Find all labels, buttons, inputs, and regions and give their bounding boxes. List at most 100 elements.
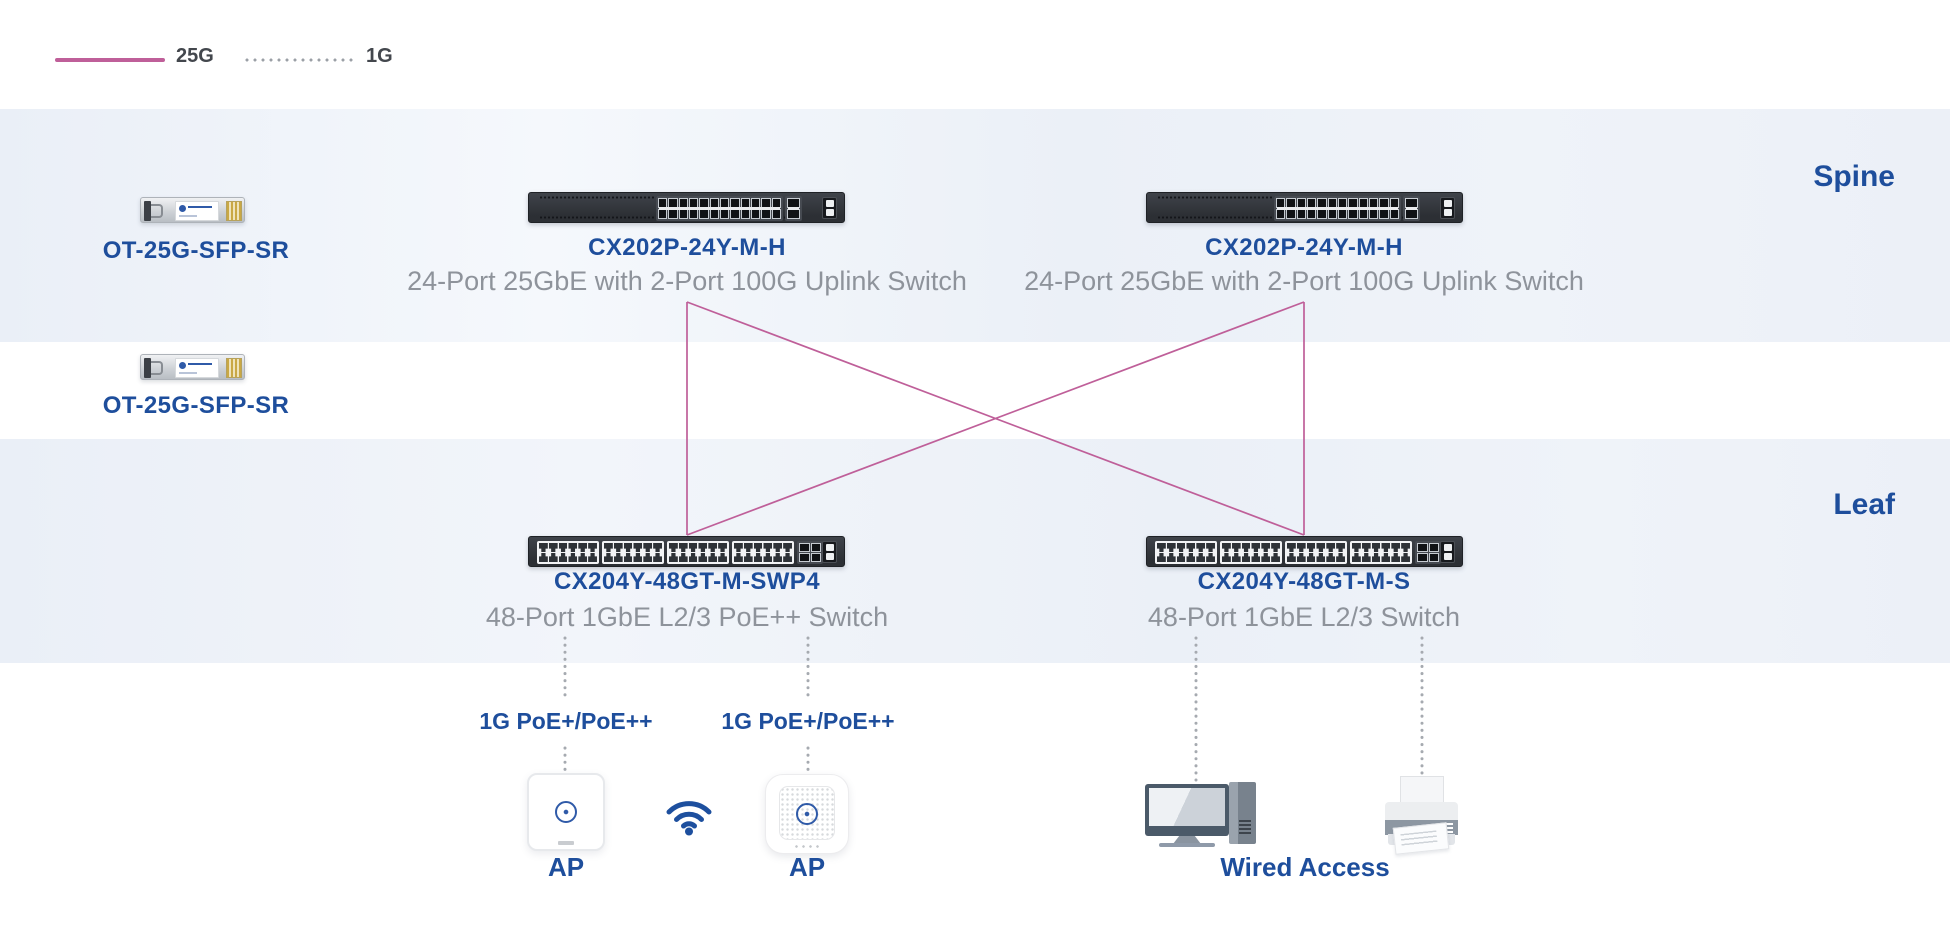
sfp28-port bbox=[740, 198, 750, 208]
rj45-port bbox=[1316, 553, 1326, 562]
rj45-port bbox=[604, 543, 613, 552]
switch-psu-module bbox=[1440, 541, 1455, 563]
ap-brand-logo bbox=[555, 801, 577, 823]
sfp28-port bbox=[750, 209, 761, 219]
rj45-port-group bbox=[1220, 541, 1282, 564]
wired-access-label: Wired Access bbox=[1220, 852, 1390, 882]
spine-layer-band bbox=[0, 109, 1950, 342]
sfp28-port bbox=[668, 209, 678, 219]
ap-2-label: AP bbox=[788, 852, 826, 882]
sfp28-port bbox=[740, 209, 750, 219]
rj45-port bbox=[653, 543, 662, 552]
sfp-uplink-port bbox=[799, 553, 810, 562]
sfp-uplink-port bbox=[810, 543, 821, 552]
rj45-port bbox=[633, 553, 643, 562]
rj45-port bbox=[578, 553, 588, 562]
sfp28-port bbox=[1286, 209, 1296, 219]
rj45-port bbox=[558, 553, 568, 562]
rj45-port-group bbox=[537, 541, 599, 564]
sfp28-port-panel bbox=[1274, 196, 1401, 221]
sfp-gold-fingers bbox=[226, 201, 242, 221]
rj45-port bbox=[1241, 543, 1251, 552]
rj45-port bbox=[753, 543, 763, 552]
rj45-port bbox=[783, 553, 792, 562]
sfp28-port bbox=[1389, 198, 1399, 208]
sfp28-port bbox=[688, 198, 699, 208]
sfp28-port bbox=[1337, 198, 1348, 208]
sfp28-port bbox=[1317, 198, 1327, 208]
rj45-port bbox=[1352, 543, 1361, 552]
sfp-logo-dot bbox=[179, 205, 186, 212]
rj45-port-group bbox=[602, 541, 664, 564]
ap-led-row bbox=[793, 845, 821, 848]
rj45-port bbox=[568, 553, 578, 562]
poe-link-label-2: 1G PoE+/PoE++ bbox=[721, 708, 895, 734]
sfp-gold-fingers bbox=[226, 358, 242, 378]
rj45-port bbox=[548, 553, 558, 562]
rj45-port bbox=[588, 543, 597, 552]
sfp28-port bbox=[709, 198, 719, 208]
rj45-port bbox=[1176, 543, 1186, 552]
rj45-port bbox=[678, 553, 688, 562]
sfp28-port bbox=[1276, 209, 1286, 219]
leaf-switch-2-model: CX204Y-48GT-M-S bbox=[1197, 568, 1411, 595]
sfp-logo-dot bbox=[179, 362, 186, 369]
sfp28-port bbox=[658, 198, 668, 208]
rj45-port bbox=[743, 553, 753, 562]
qsfp-port bbox=[787, 198, 800, 208]
rj45-port-group bbox=[732, 541, 794, 564]
rj45-port-group bbox=[1285, 541, 1347, 564]
rj45-port bbox=[718, 543, 727, 552]
qsfp-port bbox=[1405, 209, 1418, 219]
sfp28-port bbox=[1317, 209, 1327, 219]
sfp-bail bbox=[151, 204, 163, 218]
sfp28-port bbox=[1379, 209, 1389, 219]
rj45-port bbox=[1316, 543, 1326, 552]
sfp-uplink-port bbox=[1417, 553, 1428, 562]
rj45-port bbox=[1287, 553, 1296, 562]
rj45-port bbox=[539, 543, 548, 552]
rj45-port bbox=[1206, 543, 1215, 552]
switch-vents bbox=[539, 196, 659, 199]
rj45-port-group bbox=[1350, 541, 1412, 564]
rj45-port bbox=[1166, 543, 1176, 552]
sfp-uplink-ports bbox=[797, 541, 823, 564]
rj45-port bbox=[1186, 553, 1196, 562]
sfp28-port bbox=[1327, 198, 1337, 208]
rj45-port bbox=[653, 553, 662, 562]
sfp28-port bbox=[1276, 198, 1286, 208]
sfp28-port bbox=[1379, 198, 1389, 208]
rj45-port bbox=[1261, 543, 1271, 552]
rj45-port bbox=[708, 543, 718, 552]
rj45-port bbox=[558, 543, 568, 552]
sfp-latch bbox=[144, 358, 151, 378]
sfp-uplink-ports bbox=[1415, 541, 1441, 564]
sfp28-port bbox=[750, 198, 761, 208]
leaf-switch-1-description: 48-Port 1GbE L2/3 PoE++ Switch bbox=[485, 602, 889, 632]
rj45-port bbox=[1206, 553, 1215, 562]
sfp-bail bbox=[151, 361, 163, 375]
rj45-port bbox=[1241, 553, 1251, 562]
rj45-port bbox=[753, 553, 763, 562]
rj45-port bbox=[698, 553, 708, 562]
rj45-port bbox=[688, 543, 698, 552]
rj45-port bbox=[1381, 553, 1391, 562]
rj45-port bbox=[734, 553, 743, 562]
rj45-port bbox=[1222, 553, 1231, 562]
rj45-port bbox=[669, 543, 678, 552]
rj45-port bbox=[1196, 543, 1206, 552]
rj45-port bbox=[548, 543, 558, 552]
sfp28-port bbox=[730, 209, 740, 219]
rj45-port bbox=[1261, 553, 1271, 562]
sfp28-port bbox=[1358, 209, 1368, 219]
rj45-port bbox=[568, 543, 578, 552]
sfp-sticker-line bbox=[179, 372, 197, 374]
rack-switch-icon bbox=[528, 192, 845, 223]
rj45-port bbox=[1391, 553, 1401, 562]
rj45-port bbox=[613, 543, 623, 552]
sfp28-port bbox=[1358, 198, 1368, 208]
sfp28-port bbox=[668, 198, 678, 208]
monitor-stand bbox=[1173, 836, 1201, 844]
rj45-port bbox=[643, 553, 653, 562]
